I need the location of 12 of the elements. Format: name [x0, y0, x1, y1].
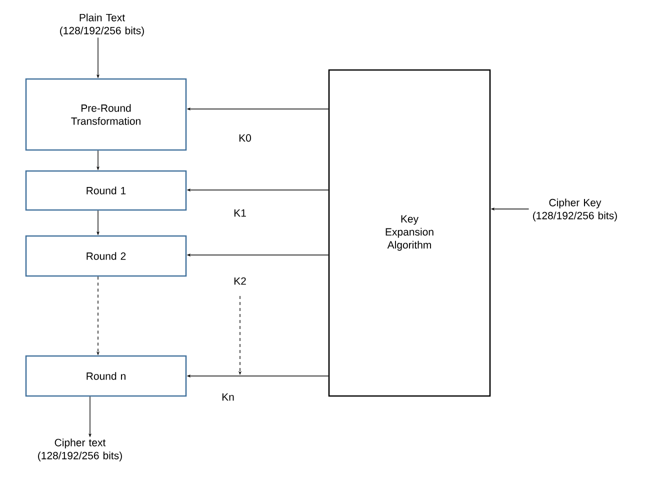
- io-label: Cipher Key (128/192/256 bits): [533, 198, 617, 222]
- process-box: Key Expansion Algorithm: [328, 69, 491, 397]
- process-box: Round 2: [25, 235, 187, 277]
- process-box: Round 1: [25, 170, 187, 211]
- process-box: Round n: [25, 355, 187, 397]
- io-label: Cipher text (128/192/256 bits): [38, 438, 122, 462]
- edge-label: K2: [234, 277, 246, 285]
- process-box: Pre-Round Transformation: [25, 78, 187, 151]
- io-label: Plain Text (128/192/256 bits): [60, 14, 144, 36]
- edge-label: Kn: [222, 393, 234, 401]
- edge-label: K1: [234, 209, 246, 217]
- edge-label: K0: [239, 134, 252, 142]
